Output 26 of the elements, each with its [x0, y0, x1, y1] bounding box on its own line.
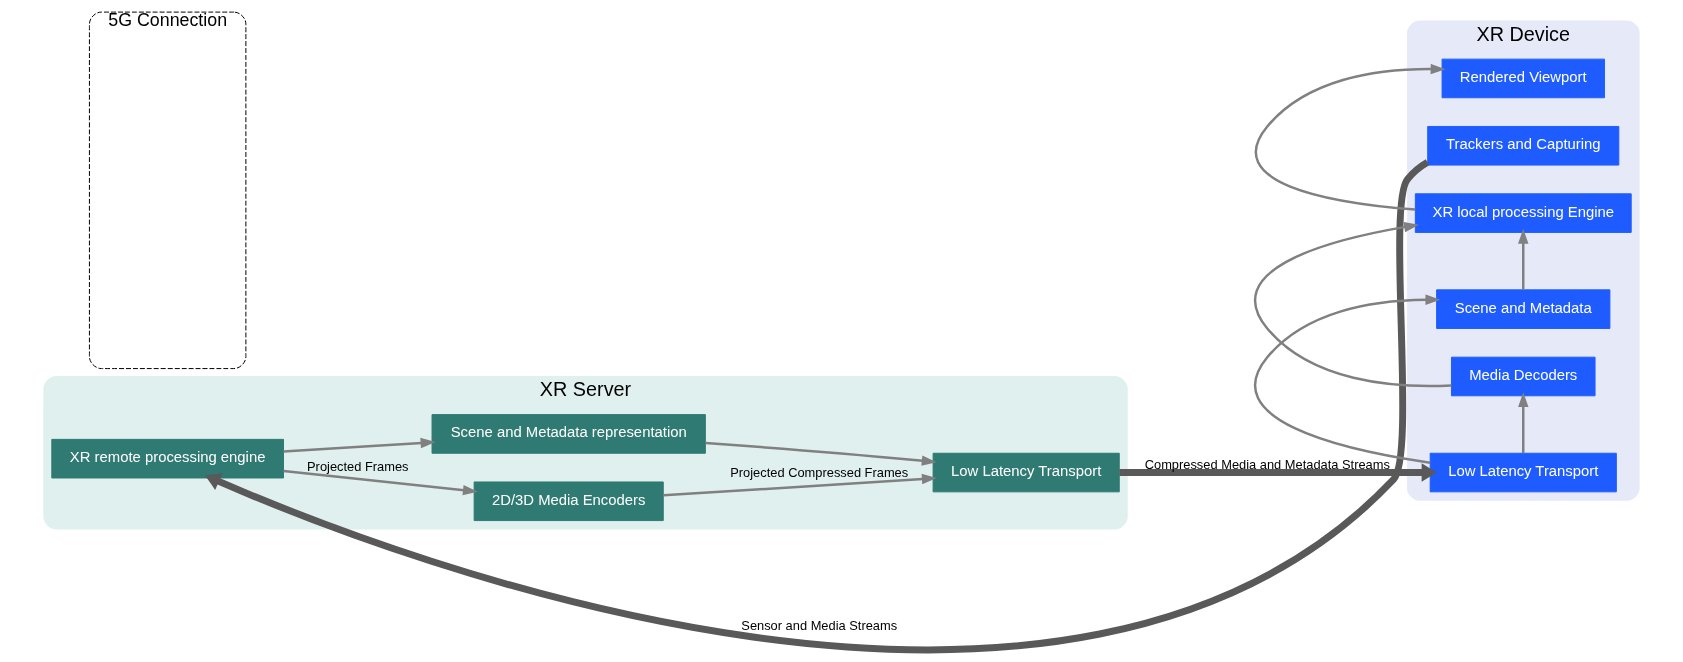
edge-label: Compressed Media and Metadata Streams	[1144, 456, 1390, 472]
arrow	[1518, 392, 1529, 454]
arrow	[283, 437, 436, 453]
node-box: Trackers and Capturing	[1427, 125, 1620, 166]
arrow	[205, 159, 1430, 652]
node-box: Media Decoders	[1450, 356, 1596, 397]
arrow	[1518, 228, 1529, 290]
node-box: Rendered Viewport	[1441, 58, 1605, 99]
arrow	[1254, 63, 1446, 211]
edge-label: Projected Compressed Frames	[730, 464, 909, 480]
arrow	[1253, 294, 1441, 464]
arrow	[663, 473, 937, 497]
node-box: Scene and Metadata	[1436, 289, 1611, 329]
arrow	[705, 441, 937, 466]
edge-label: Projected Frames	[307, 458, 409, 474]
node-box: 5G Connection	[88, 11, 247, 370]
node-box: 2D/3D Media Encoders	[473, 481, 664, 522]
arrow	[1254, 221, 1452, 388]
node-box: XR remote processing engine	[51, 438, 284, 479]
node-box: XR local processing Engine	[1414, 193, 1632, 233]
node-box: Low Latency Transport	[1429, 452, 1617, 493]
edge-label: Sensor and Media Streams	[741, 618, 898, 634]
arrow	[283, 469, 478, 496]
node-box: Low Latency Transport	[932, 452, 1120, 493]
arrow	[1119, 463, 1437, 482]
node-box: Scene and Metadata representation	[431, 414, 706, 454]
